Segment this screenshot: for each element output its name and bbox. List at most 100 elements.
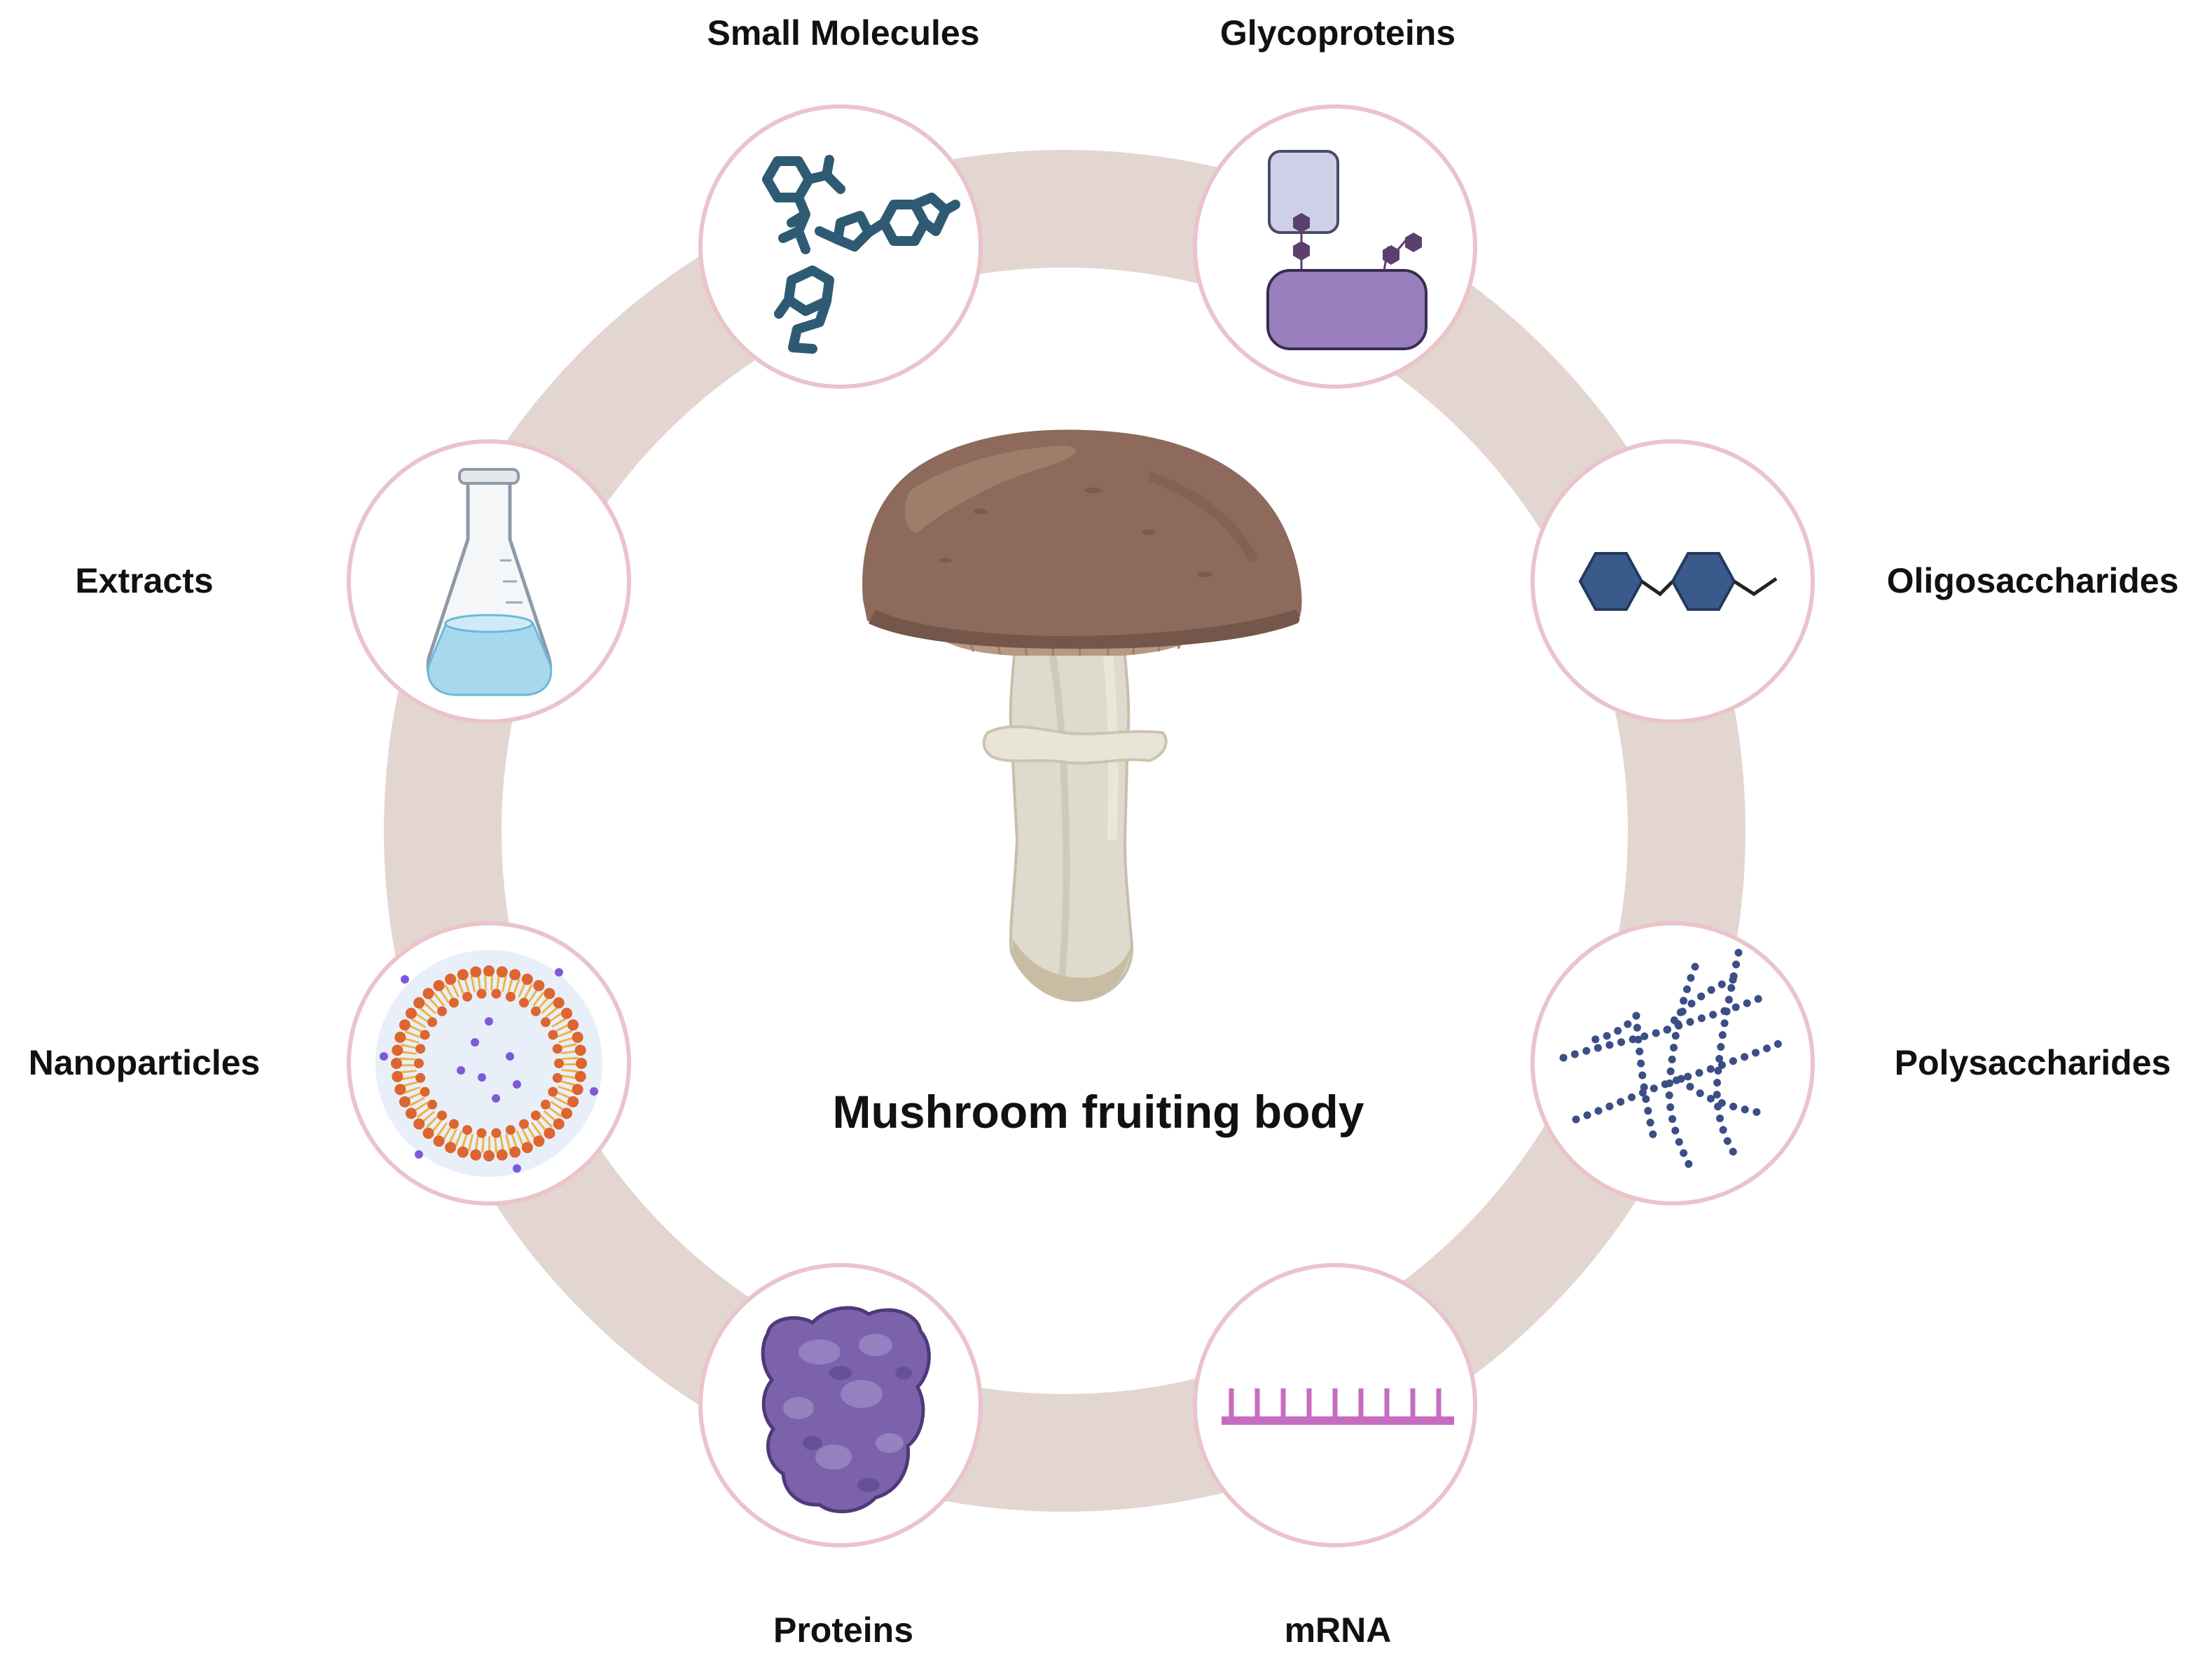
cargo-dot [506,1052,514,1061]
lipid-head-outer [509,969,521,981]
cargo-dot [401,975,409,984]
lipid-head-inner [552,1072,562,1083]
lipid-head-outer [445,973,457,985]
lipid-head-outer [399,1096,410,1107]
lipid-head-outer [483,1150,495,1161]
lipid-head-inner [548,1030,558,1040]
lipid-head-outer [521,1142,533,1154]
lipid-head-inner [519,1119,529,1129]
cargo-dot [478,1073,486,1082]
lipid-head-inner [505,1125,516,1136]
lipid-head-inner [449,1119,459,1129]
lipid-head-outer [533,1136,545,1147]
node-label-oligosaccharides: Oligosaccharides [1887,561,2179,600]
lipid-head-outer [470,1149,482,1161]
lipid-head-outer [496,1149,508,1161]
lipid-head-inner [415,1072,426,1083]
cargo-dot [492,1094,500,1103]
node-proteins: Proteins [698,1263,983,1650]
molecule-structures-icon [762,155,960,354]
lipid-head-inner [449,998,459,1008]
center-title: Mushroom fruiting body [833,1086,1364,1138]
lipid-head-outer [433,1136,445,1147]
lipid-head-inner [552,1044,562,1054]
lipid-head-outer [544,1127,555,1139]
branched-bead-chain-icon [1559,948,1786,1170]
lipid-head-inner [476,988,487,999]
lipid-head-outer [394,1084,406,1096]
lipid-head-outer [470,966,482,978]
lipid-head-outer [399,1019,410,1031]
lipid-head-outer [496,966,508,978]
folded-protein-icon [761,1306,931,1514]
node-oligosaccharides: Oligosaccharides [1530,439,2179,724]
cargo-dot [471,1038,479,1047]
lipid-head-inner [420,1086,430,1097]
lipid-head-inner [427,1017,438,1028]
lipid-head-outer [561,1007,573,1019]
lipid-head-outer [544,988,555,1000]
lipid-head-inner [462,991,473,1002]
lipid-head-outer [576,1058,587,1069]
lipid-head-inner [491,988,502,999]
node-nanoparticles: Nanoparticles [29,921,631,1206]
cargo-dot [485,1017,493,1026]
lipid-head-inner [462,1125,473,1136]
cargo-dot [590,1087,598,1096]
lipid-head-inner [437,1006,448,1016]
lipid-head-inner [530,1110,541,1121]
mrna-strand-icon [1222,1388,1454,1425]
lipid-head-outer [457,1146,469,1158]
hexagon-chain-icon [1578,552,1778,611]
lipid-head-outer [433,979,445,991]
lipid-head-outer [509,1146,521,1158]
node-small-molecules: Small Molecules [698,13,983,389]
lipid-head-outer [567,1096,579,1107]
lipid-head-outer [392,1070,403,1082]
lipid-head-inner [530,1006,541,1016]
lipid-head-inner [427,1099,438,1110]
lipid-head-outer [391,1058,402,1069]
mushroom-illustration [862,429,1302,1002]
node-label-polysaccharides: Polysaccharides [1895,1043,2171,1082]
lipid-head-outer [457,969,469,981]
lipid-head-outer [405,1007,417,1019]
cargo-dot [555,968,563,977]
lipid-head-outer [405,1107,417,1119]
cargo-dot [513,1164,521,1173]
lipid-head-inner [415,1044,426,1054]
lipid-head-outer [392,1044,403,1056]
lipid-head-inner [414,1058,424,1068]
lipid-head-outer [422,1127,434,1139]
lipid-head-outer [561,1107,573,1119]
lipid-head-outer [574,1070,586,1082]
lipid-head-inner [540,1017,551,1028]
lipid-head-inner [554,1058,564,1068]
node-label-nanoparticles: Nanoparticles [29,1043,261,1082]
node-label-small-molecules: Small Molecules [707,13,979,53]
node-label-glycoproteins: Glycoproteins [1220,13,1456,53]
lipid-head-outer [533,979,545,991]
cargo-dot [415,1150,423,1159]
lipid-head-outer [567,1019,579,1031]
node-glycoproteins: Glycoproteins [1193,13,1477,389]
cargo-dot [457,1066,465,1075]
lipid-head-outer [572,1031,583,1043]
lipid-head-outer [394,1031,406,1043]
node-mrna: mRNA [1193,1263,1477,1650]
liposome-icon [375,950,602,1177]
lipid-head-outer [445,1142,457,1154]
lipid-head-inner [505,991,516,1002]
erlenmeyer-flask-icon [426,468,553,696]
cargo-dot [380,1052,388,1061]
lipid-head-outer [574,1044,586,1056]
node-polysaccharides: Polysaccharides [1530,921,2171,1206]
lipid-head-inner [476,1128,487,1138]
lipid-head-outer [572,1084,583,1096]
glycoprotein-icon [1266,150,1428,350]
lipid-head-inner [540,1099,551,1110]
node-label-proteins: Proteins [773,1610,913,1650]
lipid-head-outer [413,997,425,1009]
ring [384,150,1746,1512]
